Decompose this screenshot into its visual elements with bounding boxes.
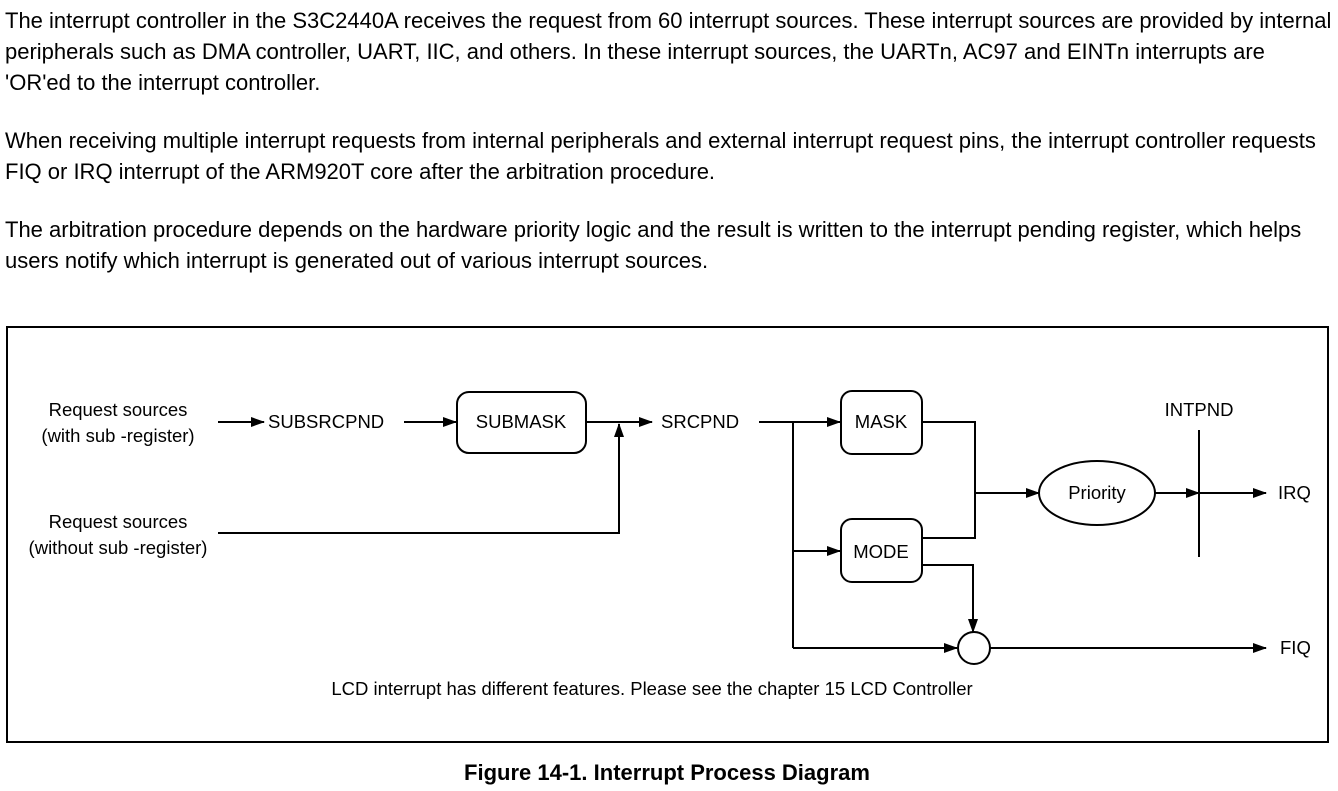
source-with-sub-label-2: (with sub -register) <box>41 425 194 446</box>
figure-caption: Figure 14-1. Interrupt Process Diagram <box>464 760 870 785</box>
or-gate <box>957 631 991 665</box>
source-with-sub-label: Request sources <box>49 399 188 420</box>
diagram-frame <box>6 326 1329 743</box>
fiq-label: FIQ <box>1280 637 1311 658</box>
line-source-without-sub <box>218 423 624 534</box>
mode-label: MODE <box>853 541 909 562</box>
mode-box <box>840 518 923 583</box>
lcd-note: LCD interrupt has different features. Pl… <box>331 678 972 699</box>
subsrcpnd-label: SUBSRCPND <box>268 411 384 432</box>
paragraph-intro: The interrupt controller in the S3C2440A… <box>5 8 1332 95</box>
arrow-mode-to-or-gate <box>922 564 978 633</box>
irq-label: IRQ <box>1278 482 1311 503</box>
source-without-sub-label: Request sources <box>49 511 188 532</box>
intpnd-label: INTPND <box>1165 399 1234 420</box>
interrupt-process-diagram: Request sources (with sub -register) Req… <box>6 326 1329 743</box>
srcpnd-label: SRCPND <box>661 411 739 432</box>
source-without-sub-label-2: (without sub -register) <box>29 537 208 558</box>
paragraph-priority: The arbitration procedure depends on the… <box>5 217 1302 273</box>
line-mask-out <box>922 421 976 539</box>
priority-label: Priority <box>1068 482 1126 503</box>
mask-label: MASK <box>855 411 908 432</box>
submask-label: SUBMASK <box>476 411 567 432</box>
paragraph-arbitration: When receiving multiple interrupt reques… <box>5 128 1316 184</box>
